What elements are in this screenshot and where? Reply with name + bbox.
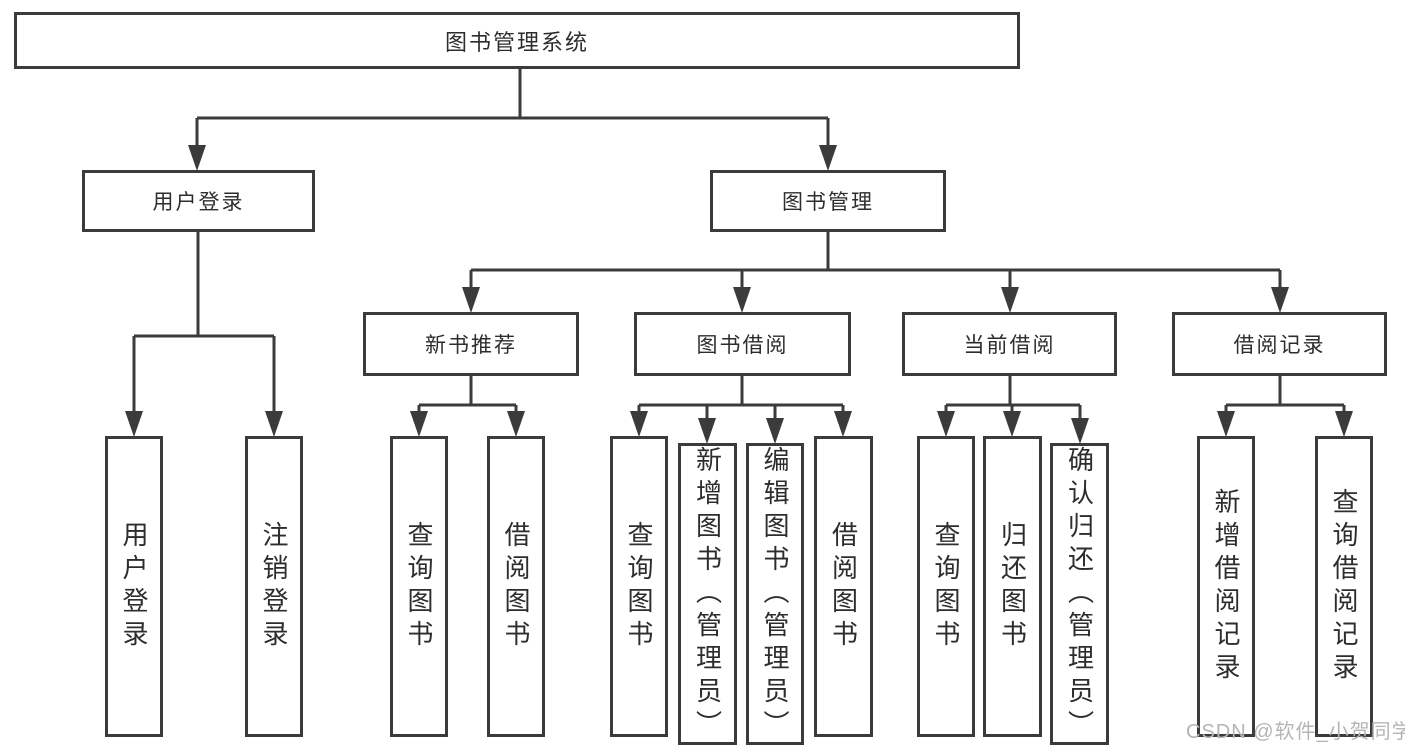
leaf-label: 归还图书 <box>997 520 1028 653</box>
leaf-label: 查询图书 <box>404 520 434 653</box>
leaf-add-books-admin: 新增图书（管理员） <box>678 443 737 745</box>
node-library-system-root: 图书管理系统 <box>14 12 1020 69</box>
csdn-watermark: CSDN @软件_小贺同学 <box>1186 721 1405 743</box>
node-label: 当前借阅 <box>963 334 1056 357</box>
leaf-label: 查询图书 <box>931 520 961 653</box>
node-label: 新书推荐 <box>425 334 517 357</box>
node-current-borrow: 当前借阅 <box>902 312 1117 376</box>
leaf-label: 注销登录 <box>259 520 289 653</box>
leaf-borrow-books-recommend: 借阅图书 <box>487 436 545 737</box>
leaf-logout: 注销登录 <box>245 436 303 737</box>
node-user-login: 用户登录 <box>82 170 315 232</box>
node-borrow-records: 借阅记录 <box>1172 312 1387 376</box>
leaf-confirm-return-admin: 确认归还（管理员） <box>1050 443 1109 745</box>
node-new-book-recommend: 新书推荐 <box>363 312 579 376</box>
node-book-borrow: 图书借阅 <box>634 312 851 376</box>
leaf-label: 查询图书 <box>624 520 654 653</box>
node-label: 用户登录 <box>152 191 245 214</box>
node-label: 图书管理系统 <box>444 29 589 55</box>
leaf-label: 借阅图书 <box>828 520 859 653</box>
leaf-query-books-current: 查询图书 <box>917 436 975 737</box>
leaf-user-login: 用户登录 <box>105 436 163 737</box>
leaf-edit-books-admin: 编辑图书（管理员） <box>746 443 804 745</box>
node-label: 借阅记录 <box>1233 334 1326 357</box>
leaf-label: 用户登录 <box>119 520 149 653</box>
node-label: 图书借阅 <box>696 334 789 357</box>
leaf-label: 查询借阅记录 <box>1329 487 1359 686</box>
leaf-return-books: 归还图书 <box>983 436 1042 737</box>
leaf-label: 确认归还（管理员） <box>1064 446 1095 743</box>
leaf-query-books-borrow: 查询图书 <box>610 436 668 737</box>
leaf-add-borrow-record: 新增借阅记录 <box>1197 436 1255 737</box>
leaf-label: 编辑图书（管理员） <box>760 446 790 743</box>
leaf-query-books-recommend: 查询图书 <box>390 436 448 737</box>
node-book-management: 图书管理 <box>710 170 946 232</box>
node-label: 图书管理 <box>782 191 874 214</box>
leaf-query-borrow-record: 查询借阅记录 <box>1315 436 1373 737</box>
leaf-borrow-books: 借阅图书 <box>814 436 873 737</box>
leaf-label: 借阅图书 <box>501 520 531 653</box>
leaf-label: 新增图书（管理员） <box>692 446 723 743</box>
leaf-label: 新增借阅记录 <box>1211 487 1241 686</box>
